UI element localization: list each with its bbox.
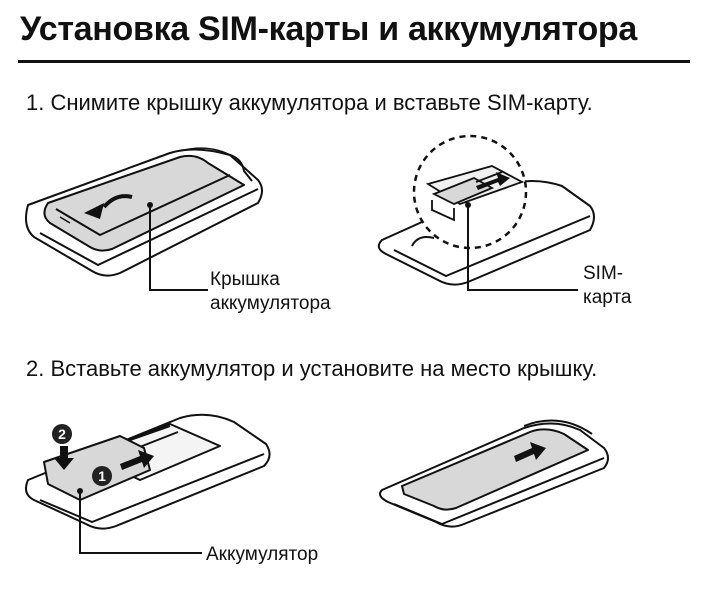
phone-sim-illustration	[377, 134, 595, 286]
callout-line: Крышка	[210, 269, 280, 290]
battery-callout: Аккумулятор	[206, 544, 319, 565]
cover-leader-line	[147, 202, 208, 291]
step-marker-2: 2	[58, 426, 66, 442]
callout-line: аккумулятора	[210, 293, 331, 314]
title-underline	[18, 60, 690, 63]
callout-line: SIM-	[583, 263, 624, 284]
phone-battery-illustration: 2 1	[25, 413, 271, 530]
step-2-instruction: 2. Вставьте аккумулятор и установите на …	[26, 356, 598, 381]
sim-card-callout: SIM- карта	[583, 262, 632, 310]
phone-cover-illustration	[25, 147, 263, 277]
sim-leader-line	[465, 202, 578, 291]
battery-cover-callout: Крышка аккумулятора	[210, 268, 331, 316]
page-title: Установка SIM-карты и аккумулятора	[20, 10, 638, 48]
step-1-instruction: 1. Снимите крышку аккумулятора и вставьт…	[26, 90, 593, 115]
step-marker-1: 1	[98, 468, 106, 484]
callout-line: карта	[583, 287, 632, 308]
phone-closed-illustration	[379, 419, 609, 528]
battery-leader-line	[77, 488, 202, 554]
